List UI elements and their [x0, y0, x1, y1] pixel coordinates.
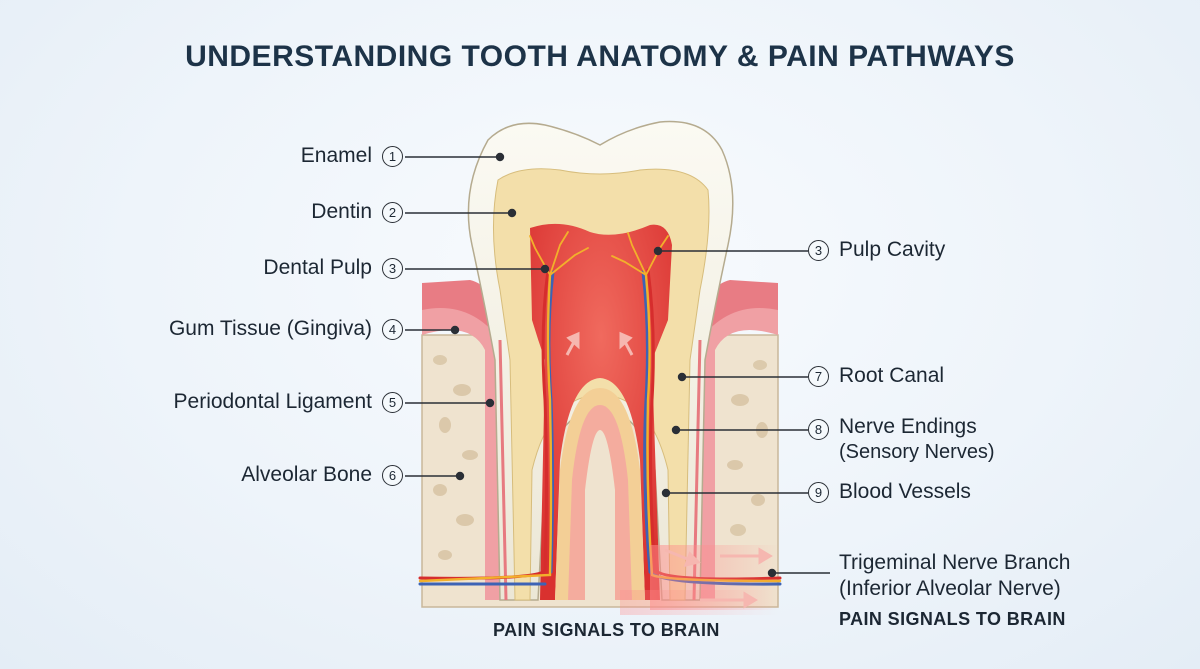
number-badge-6: 6	[382, 465, 403, 486]
tooth	[467, 120, 734, 601]
label-gum-tissue: Gum Tissue (Gingiva)	[168, 317, 372, 340]
number-badge-3-right: 3	[808, 240, 829, 261]
pain-signal-arrows	[565, 331, 773, 609]
caption-pain-signals-center: PAIN SIGNALS TO BRAIN	[493, 620, 720, 640]
label-root-canal: Root Canal	[839, 364, 945, 387]
number-badge-7: 7	[808, 366, 829, 387]
label-nerve-endings: Nerve Endings	[839, 415, 977, 438]
label-alveolar-bone: Alveolar Bone	[241, 463, 372, 486]
label-dental-pulp: Dental Pulp	[263, 256, 372, 279]
number-badge-3-left: 3	[382, 258, 403, 279]
page-title: UNDERSTANDING TOOTH ANATOMY & PAIN PATHW…	[185, 40, 1015, 73]
sublabel-sensory-nerves: (Sensory Nerves)	[839, 441, 995, 463]
number-badge-8: 8	[808, 419, 829, 440]
number-badge-2: 2	[382, 202, 403, 223]
label-dentin: Dentin	[311, 200, 372, 223]
sublabel-inferior-alveolar-nerve: (Inferior Alveolar Nerve)	[839, 577, 1061, 600]
number-badge-9: 9	[808, 482, 829, 503]
label-pulp-cavity: Pulp Cavity	[839, 238, 946, 261]
label-enamel: Enamel	[300, 144, 372, 167]
label-periodontal-ligament: Periodontal Ligament	[173, 390, 372, 413]
number-badge-4: 4	[382, 319, 403, 340]
number-badge-5: 5	[382, 392, 403, 413]
number-badge-1: 1	[382, 146, 403, 167]
label-blood-vessels: Blood Vessels	[839, 480, 971, 503]
label-trigeminal-nerve: Trigeminal Nerve Branch	[839, 551, 1071, 574]
caption-pain-signals-right: PAIN SIGNALS TO BRAIN	[839, 609, 1066, 629]
leader-lines	[405, 152, 830, 578]
